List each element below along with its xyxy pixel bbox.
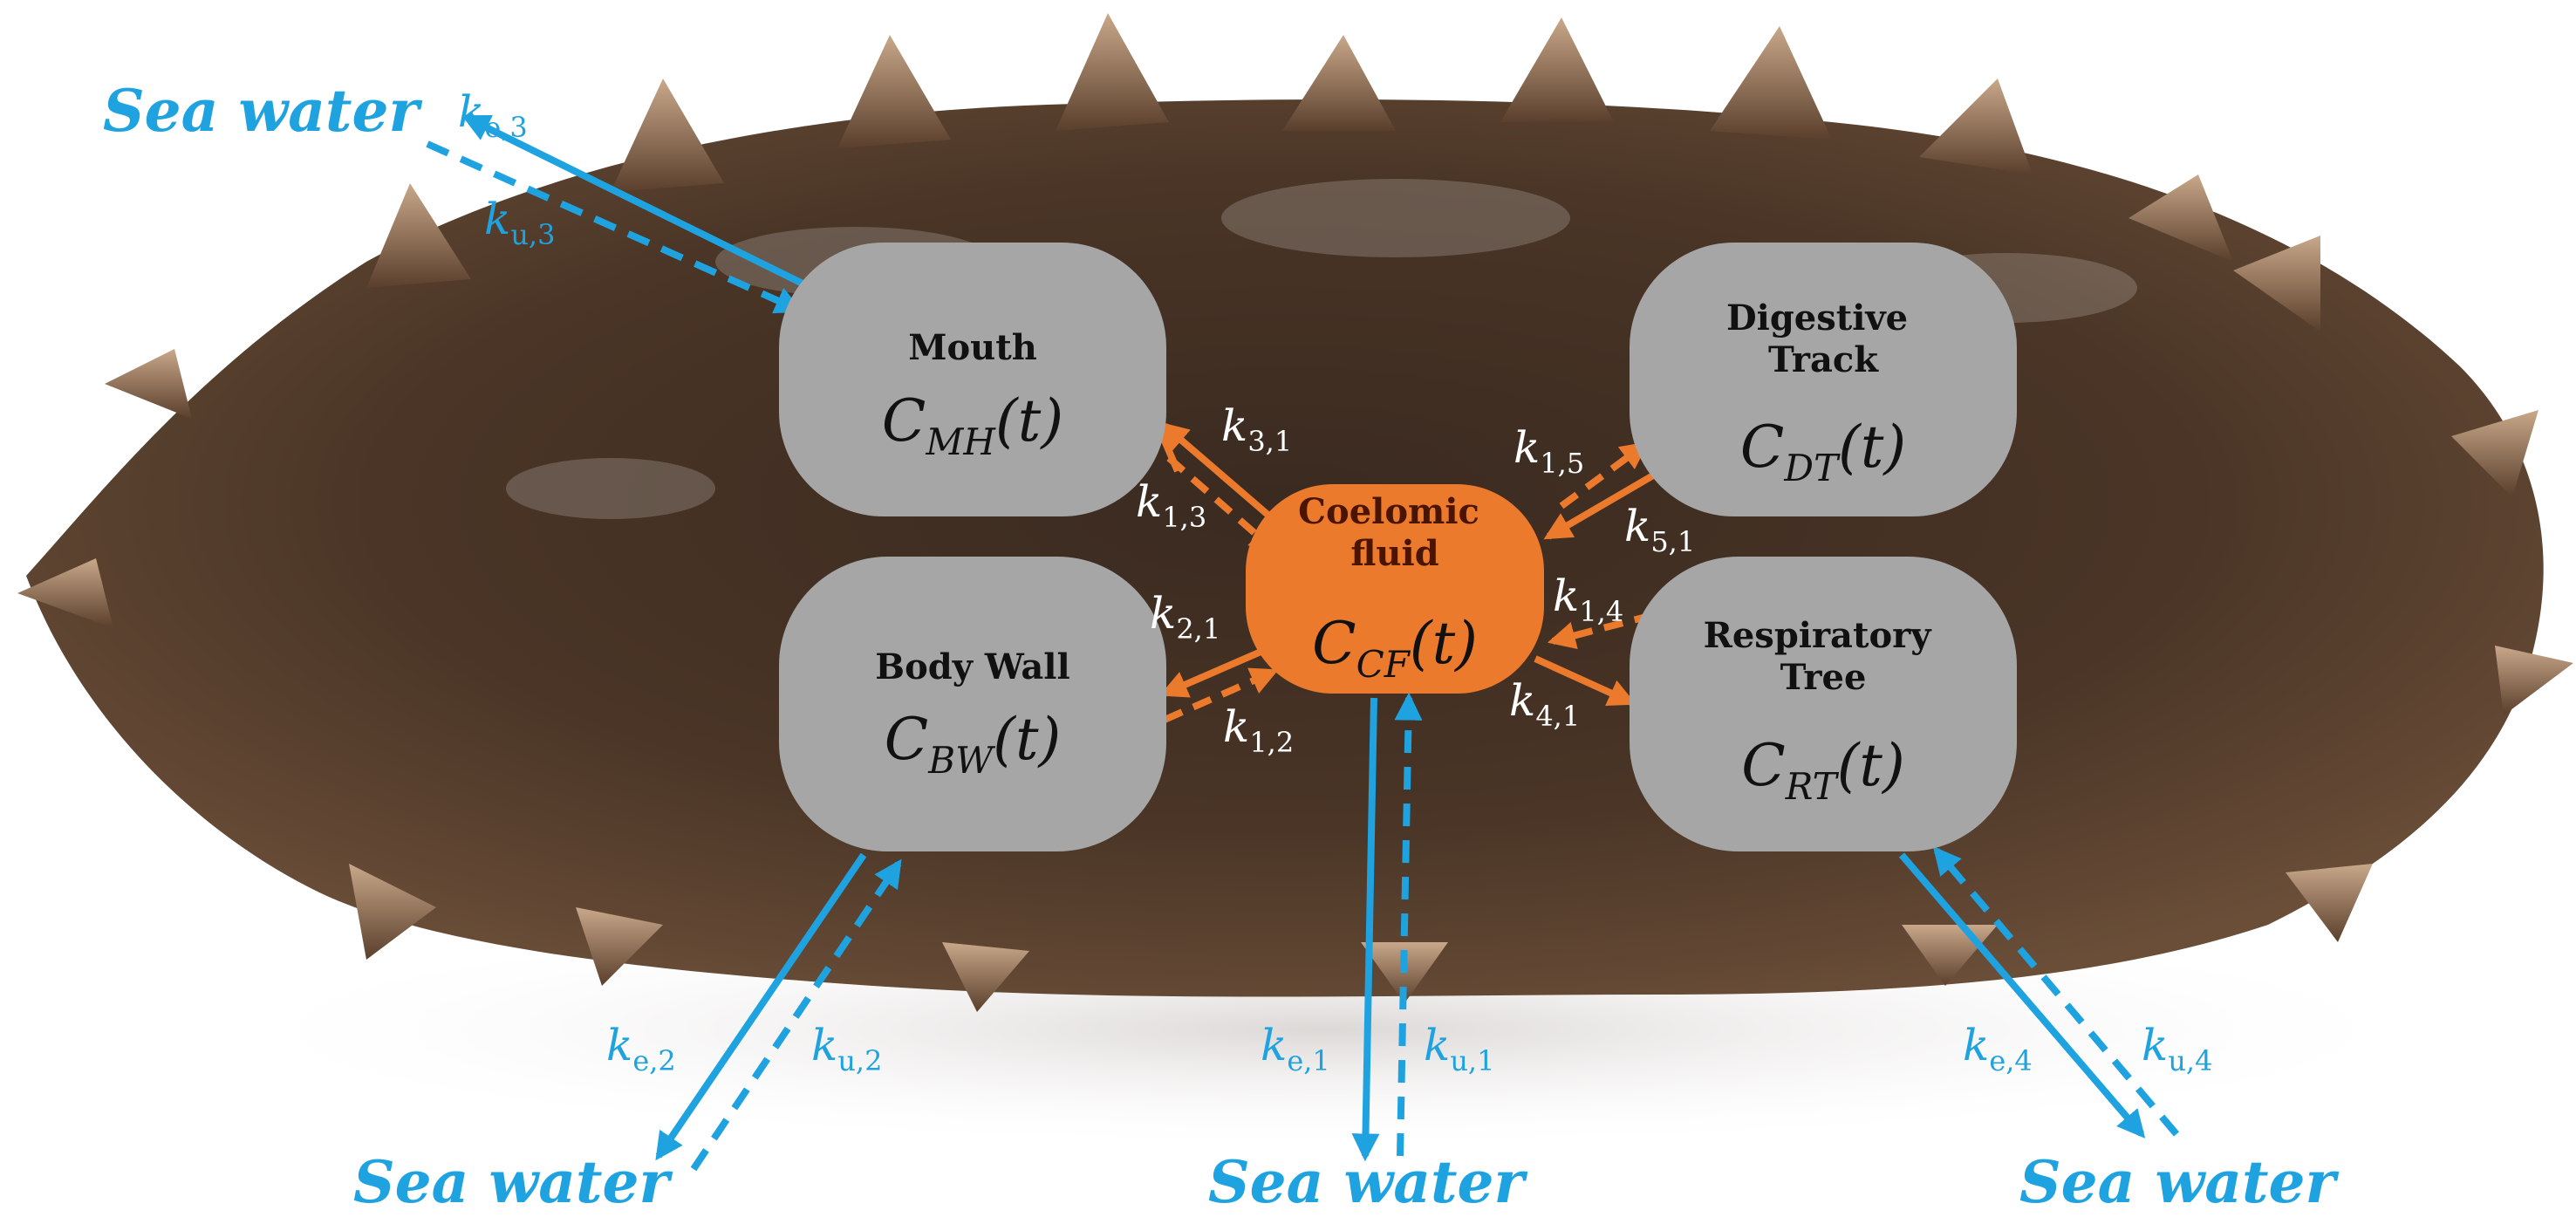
compartment-body-wall: Body Wall CBW(t) — [779, 557, 1166, 851]
rate-label-ke2: ke,2 — [606, 1020, 676, 1077]
compartment-respiratory-subscript: RT — [1785, 765, 1840, 808]
compartment-digestive-title-1: Digestive — [1726, 297, 1908, 338]
arrow-k12 — [1163, 667, 1279, 723]
sea-water-label-bottom-center: Sea water — [1208, 1148, 1527, 1216]
compartment-body-wall-subscript: BW — [927, 739, 996, 782]
compartment-coelomic-title-1: Coelomic — [1298, 491, 1479, 532]
rate-label-k15: k1,5 — [1513, 422, 1584, 480]
arrow-ku4 — [1932, 846, 2180, 1137]
svg-text:Respiratory Tree: Respiratory Tree — [1704, 615, 1944, 698]
rate-label-ku3: ku,3 — [484, 194, 555, 251]
rate-label-ku4: ku,4 — [2142, 1020, 2212, 1077]
arrow-ke4 — [1898, 852, 2146, 1138]
arrow-k31-line — [1160, 421, 1281, 527]
compartment-mouth-symbol: C — [882, 387, 926, 455]
compartment-coelomic-shape — [1246, 484, 1544, 694]
rate-label-ku1: ku,1 — [1424, 1020, 1494, 1077]
svg-text:Digestive Track: Digestive Track — [1726, 297, 1920, 380]
svg-text:Body Wall: Body Wall — [875, 646, 1069, 687]
svg-text:CDT(t): CDT(t) — [1740, 414, 1906, 489]
compartment-respiratory-shape — [1630, 557, 2017, 851]
compartment-coelomic-title-2: fluid — [1350, 533, 1438, 574]
compartment-mouth-title: Mouth — [908, 327, 1037, 368]
arrow-k41 — [1534, 655, 1636, 706]
sea-water-label-bottom-right: Sea water — [2019, 1148, 2339, 1216]
internal-exchange-arrows — [1151, 415, 1656, 723]
spines — [17, 13, 2573, 1012]
arrow-ke1 — [1351, 697, 1380, 1162]
sea-water-exchange-arrows — [426, 114, 2180, 1172]
compartment-body-wall-shape — [779, 557, 1166, 851]
rate-label-k21: k2,1 — [1150, 588, 1220, 646]
compartment-coelomic-arg: (t) — [1410, 610, 1478, 677]
rate-label-k31: k3,1 — [1221, 400, 1292, 458]
svg-text:Mouth: Mouth — [908, 327, 1037, 368]
svg-text:CRT(t): CRT(t) — [1741, 732, 1904, 808]
rate-label-ke1: ke,1 — [1261, 1020, 1330, 1077]
arrow-k51 — [1543, 472, 1656, 540]
compartment-coelomic-symbol: C — [1312, 610, 1356, 677]
arrow-ku1 — [1394, 692, 1423, 1157]
arrow-ku3 — [426, 140, 803, 314]
rate-label-ke3: ke,3 — [458, 86, 528, 144]
rate-label-ke4: ke,4 — [1963, 1020, 2033, 1077]
rate-label-k13: k1,3 — [1136, 476, 1206, 534]
compartment-digestive-arg: (t) — [1838, 414, 1906, 481]
compartment-body-wall-arg: (t) — [993, 706, 1061, 773]
compartment-mouth-shape — [779, 243, 1166, 516]
sea-water-label-top-left: Sea water — [103, 77, 422, 145]
compartment-coelomic-subscript: CF — [1356, 643, 1411, 686]
compartment-mouth-subscript: MH — [925, 420, 996, 463]
compartment-digestive-symbol: C — [1740, 414, 1785, 481]
compartment-respiratory-title-2: Tree — [1780, 657, 1867, 698]
compartment-body-wall-title: Body Wall — [875, 646, 1069, 687]
rate-label-k41: k4,1 — [1509, 675, 1580, 733]
arrow-k14 — [1547, 612, 1655, 650]
svg-text:CBW(t): CBW(t) — [885, 706, 1062, 782]
compartment-respiratory-tree: Respiratory Tree CRT(t) — [1630, 557, 2017, 851]
compartment-digestive-title-2: Track — [1768, 339, 1879, 380]
sea-water-label-bottom-left: Sea water — [353, 1148, 673, 1216]
compartment-respiratory-symbol: C — [1741, 732, 1786, 799]
compartment-mouth: Mouth CMH(t) — [779, 243, 1166, 516]
arrow-k13 — [1166, 455, 1278, 554]
svg-text:CCF(t): CCF(t) — [1312, 610, 1478, 686]
compartment-mouth-arg: (t) — [995, 387, 1063, 455]
rate-labels-sea-water: ke,3 ku,3 ke,2 ku,2 ke,1 ku,1 ke,4 ku,4 — [458, 86, 2212, 1077]
compartment-respiratory-title-1: Respiratory — [1704, 615, 1933, 656]
rate-label-k12: k1,2 — [1223, 701, 1294, 759]
svg-text:Coelomic fluid: Coelomic fluid — [1298, 491, 1492, 574]
arrow-ke3 — [461, 114, 804, 287]
svg-text:CMH(t): CMH(t) — [882, 387, 1063, 463]
rate-label-k51: k5,1 — [1624, 501, 1695, 558]
rate-label-k14: k1,4 — [1553, 571, 1623, 628]
arrow-ke2 — [655, 852, 867, 1161]
compartment-digestive-track: Digestive Track CDT(t) — [1630, 243, 2017, 516]
rate-label-ku2: ku,2 — [811, 1020, 882, 1077]
rate-labels-internal: k3,1 k1,3 k2,1 k1,2 k1,5 k5,1 k1,4 k4,1 — [1136, 400, 1695, 759]
compartment-coelomic-fluid: Coelomic fluid CCF(t) — [1246, 484, 1544, 694]
compartment-digestive-subscript: DT — [1783, 447, 1841, 489]
arrow-ku2 — [690, 858, 902, 1172]
compartment-respiratory-arg: (t) — [1837, 732, 1905, 799]
compartment-digestive-shape — [1630, 243, 2017, 516]
arrow-k15 — [1559, 441, 1650, 509]
arrow-k21 — [1159, 646, 1267, 698]
compartment-body-wall-symbol: C — [885, 706, 929, 773]
